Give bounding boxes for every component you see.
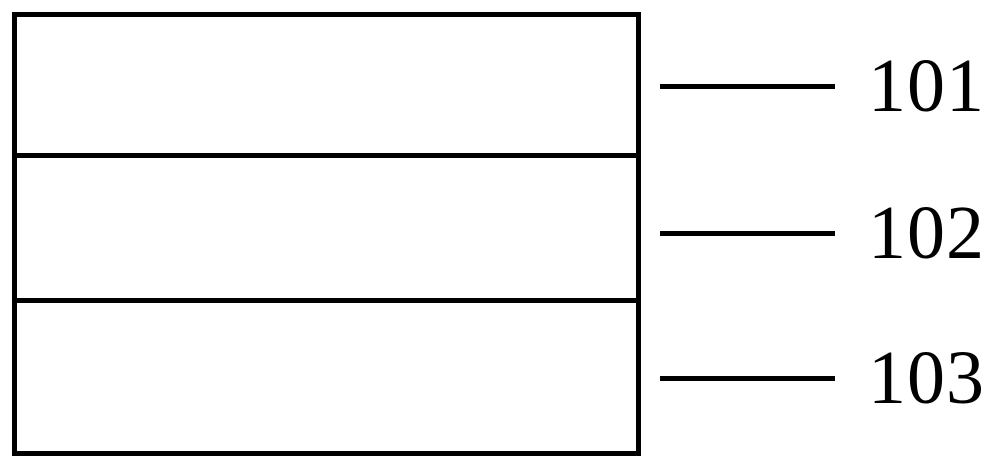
leader-line-icon-103 [660, 375, 835, 381]
leader-line-icon-101 [660, 83, 835, 89]
layer-rect-103 [17, 303, 636, 446]
layer-rect-102 [17, 158, 636, 303]
layer-rect-101 [17, 17, 636, 158]
leader-line-icon-102 [660, 230, 835, 236]
layer-stack [12, 12, 641, 456]
